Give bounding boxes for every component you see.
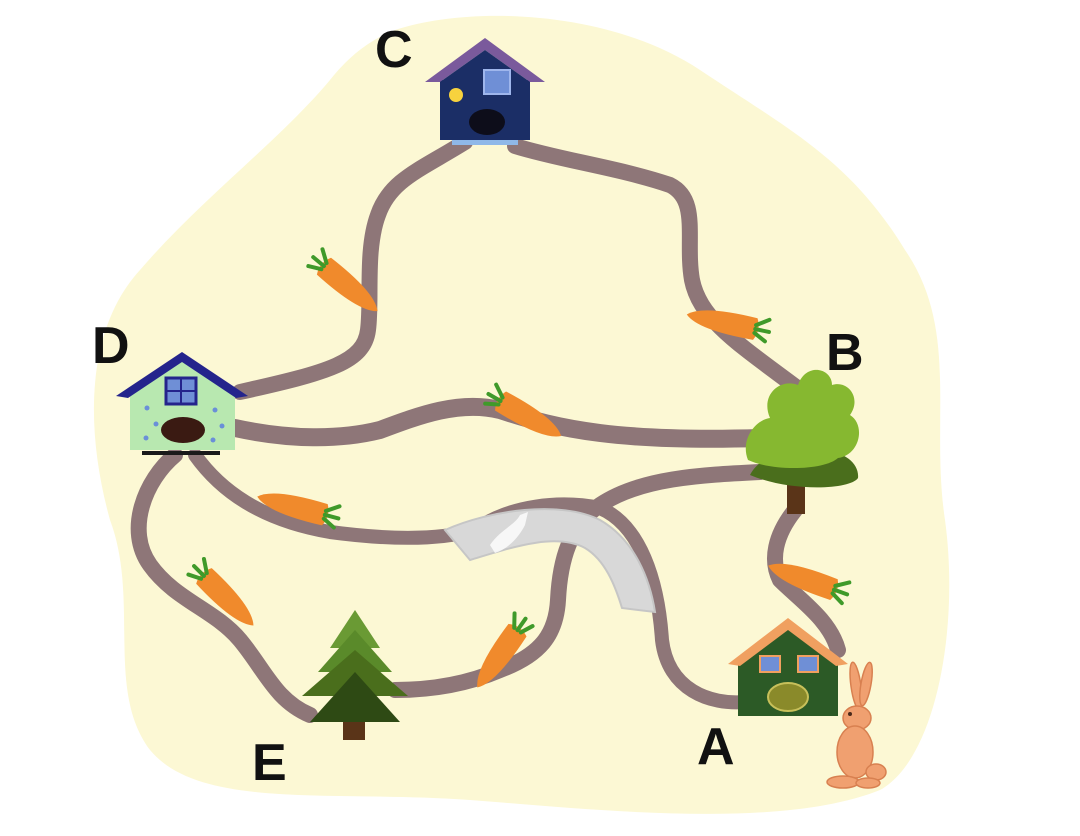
carrot-icon (257, 493, 342, 530)
house-icon (425, 38, 545, 145)
path-b-bridge-e (387, 464, 768, 698)
carrot-icon (483, 382, 562, 437)
path-c-b (507, 138, 808, 398)
node-label-e: E (252, 734, 287, 792)
path-d-b (226, 397, 769, 448)
node-label-b: B (826, 324, 864, 382)
tree-icon (745, 369, 860, 514)
bridge-rabbit-silhouette (490, 512, 528, 553)
carrot-icon (306, 247, 378, 312)
path-b-a (767, 502, 846, 658)
house-icon (728, 618, 848, 716)
carrot-icon (186, 556, 254, 626)
path-c-d (232, 134, 473, 400)
node-label-d: D (92, 317, 130, 375)
carrot-icon (686, 310, 772, 344)
house-icon (116, 352, 248, 455)
carrot-icon (477, 611, 535, 688)
tree-icon (302, 610, 408, 740)
paths (130, 134, 846, 723)
path-d-bridge-a (188, 448, 752, 710)
path-d-e (130, 447, 318, 723)
carrot-icon (768, 563, 852, 606)
node-label-c: C (375, 21, 413, 79)
rabbit-icon (826, 661, 887, 789)
node-label-a: A (697, 718, 735, 776)
bridge-icon (443, 508, 657, 614)
